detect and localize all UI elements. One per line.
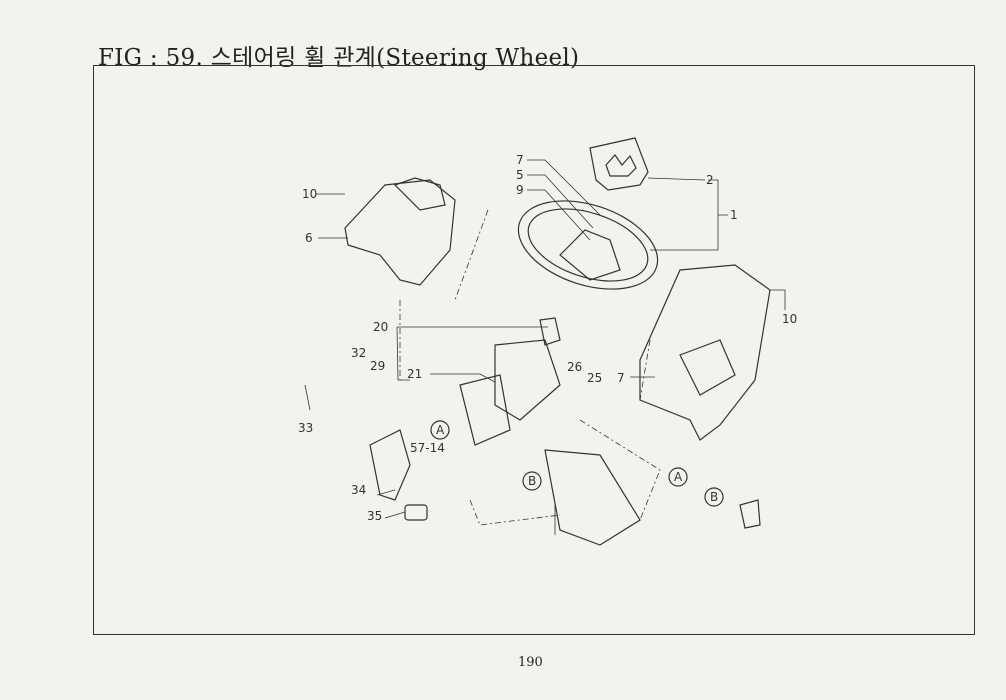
callout-labels: 7 5 9 2 1 10 6 10 20 32 29 21 26 25 7 33… <box>298 153 797 523</box>
marker-a-right <box>668 467 688 487</box>
steering-wheel <box>517 200 659 290</box>
bracket-35 <box>739 499 761 529</box>
callout-33: 35 <box>367 509 382 523</box>
diagram-frame <box>93 65 975 635</box>
callout-6: 9 <box>516 183 524 197</box>
horn-pad <box>589 137 649 191</box>
callout-21: 21 <box>407 367 422 381</box>
steering-column <box>459 317 641 546</box>
callout-5: 7 <box>516 153 524 167</box>
marker-b-right <box>704 487 724 507</box>
callout-34: 57-14 <box>410 441 445 455</box>
callout-9: 7 <box>617 371 625 385</box>
callout-29: 33 <box>298 421 313 435</box>
column-cover-lower <box>639 264 771 441</box>
detail-markers: A A B B <box>430 420 724 507</box>
svg-text:B: B <box>528 474 536 488</box>
svg-text:A: A <box>674 470 683 484</box>
column-cover-upper <box>344 177 456 286</box>
marker-b-center <box>522 471 542 491</box>
callout-32: 34 <box>351 483 366 497</box>
callout-25: 25 <box>587 371 602 385</box>
callout-20: 20 <box>373 320 388 334</box>
callout-10-right: 10 <box>782 312 797 326</box>
svg-text:B: B <box>710 490 718 504</box>
callout-27: 29 <box>370 359 385 373</box>
marker-a-left <box>430 420 450 440</box>
svg-text:A: A <box>436 423 445 437</box>
callout-26: 26 <box>567 360 582 374</box>
combination-switch <box>369 429 428 521</box>
callout-1: 1 <box>730 208 738 222</box>
callout-4: 5 <box>516 168 524 182</box>
callout-28: 32 <box>351 346 366 360</box>
callout-2: 2 <box>706 173 714 187</box>
callout-10-left: 10 <box>302 187 317 201</box>
page-number: 190 <box>518 655 543 670</box>
page-title: FIG : 59. 스테어링 휠 관계(Steering Wheel) <box>98 45 580 71</box>
callout-7: 6 <box>305 231 313 245</box>
